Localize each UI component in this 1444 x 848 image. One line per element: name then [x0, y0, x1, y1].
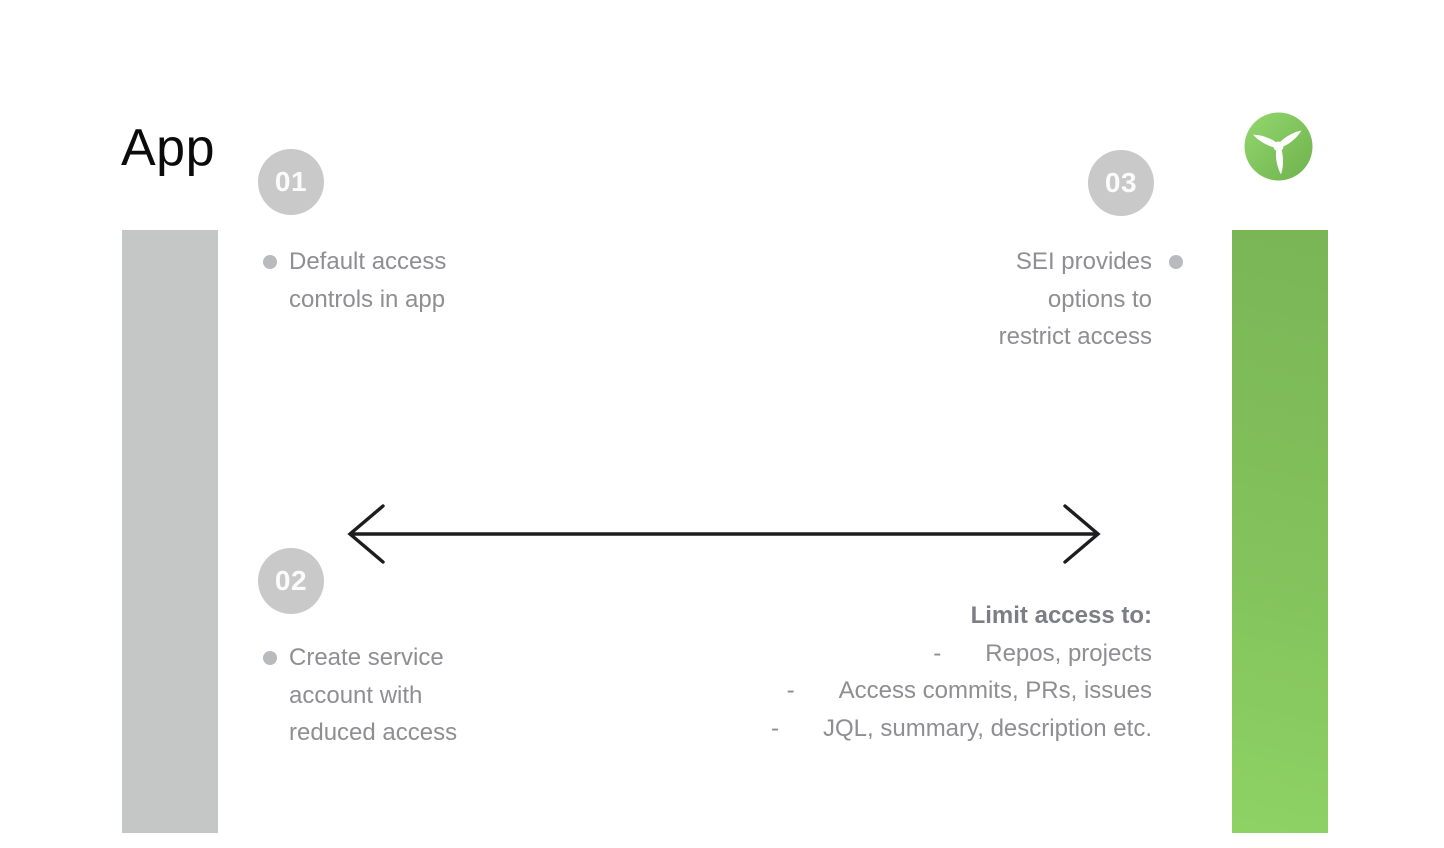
bullet-dot — [263, 651, 277, 665]
propeller-logo — [1244, 112, 1313, 181]
limit-item-dash: - — [771, 714, 779, 742]
step-number-01: 01 — [258, 149, 324, 215]
limit-item-text: Access commits, PRs, issues — [838, 677, 1152, 704]
limit-access-block: Limit access to: - Repos, projects - Acc… — [771, 597, 1152, 747]
double-arrow-icon — [347, 504, 1101, 564]
step-02-text: Create service account with reduced acce… — [289, 639, 457, 752]
step-03-line-3: restrict access — [998, 323, 1152, 350]
step-01-text: Default access controls in app — [289, 243, 446, 318]
step-03-line-1: SEI provides — [1015, 248, 1152, 275]
propeller-icon — [1244, 112, 1313, 181]
limit-item-text: JQL, summary, description etc. — [823, 714, 1152, 742]
limit-access-title: Limit access to: — [970, 602, 1152, 629]
limit-item: - Repos, projects — [771, 635, 1152, 673]
limit-item: - Access commits, PRs, issues — [771, 672, 1152, 710]
limit-item: - JQL, summary, description etc. — [771, 710, 1152, 748]
step-02-line-1: Create service — [289, 644, 444, 671]
app-column-bar — [122, 230, 218, 833]
limit-item-text: Repos, projects — [985, 639, 1152, 667]
page-title: App — [121, 119, 216, 177]
bullet-dot — [263, 255, 277, 269]
sei-column-bar — [1232, 230, 1328, 833]
step-03-text: SEI provides options to restrict access — [999, 243, 1152, 356]
limit-item-dash: - — [786, 677, 795, 704]
step-01-line-1: Default access — [289, 248, 447, 275]
limit-item-dash: - — [933, 639, 942, 667]
step-02-line-2: account with — [289, 681, 423, 709]
step-02-line-3: reduced access — [289, 719, 458, 746]
step-03-line-2: options to — [1047, 285, 1152, 313]
step-number-03: 03 — [1088, 150, 1154, 216]
step-number-02: 02 — [258, 548, 324, 614]
bullet-dot — [1169, 255, 1183, 269]
step-01-line-2: controls in app — [289, 285, 446, 313]
